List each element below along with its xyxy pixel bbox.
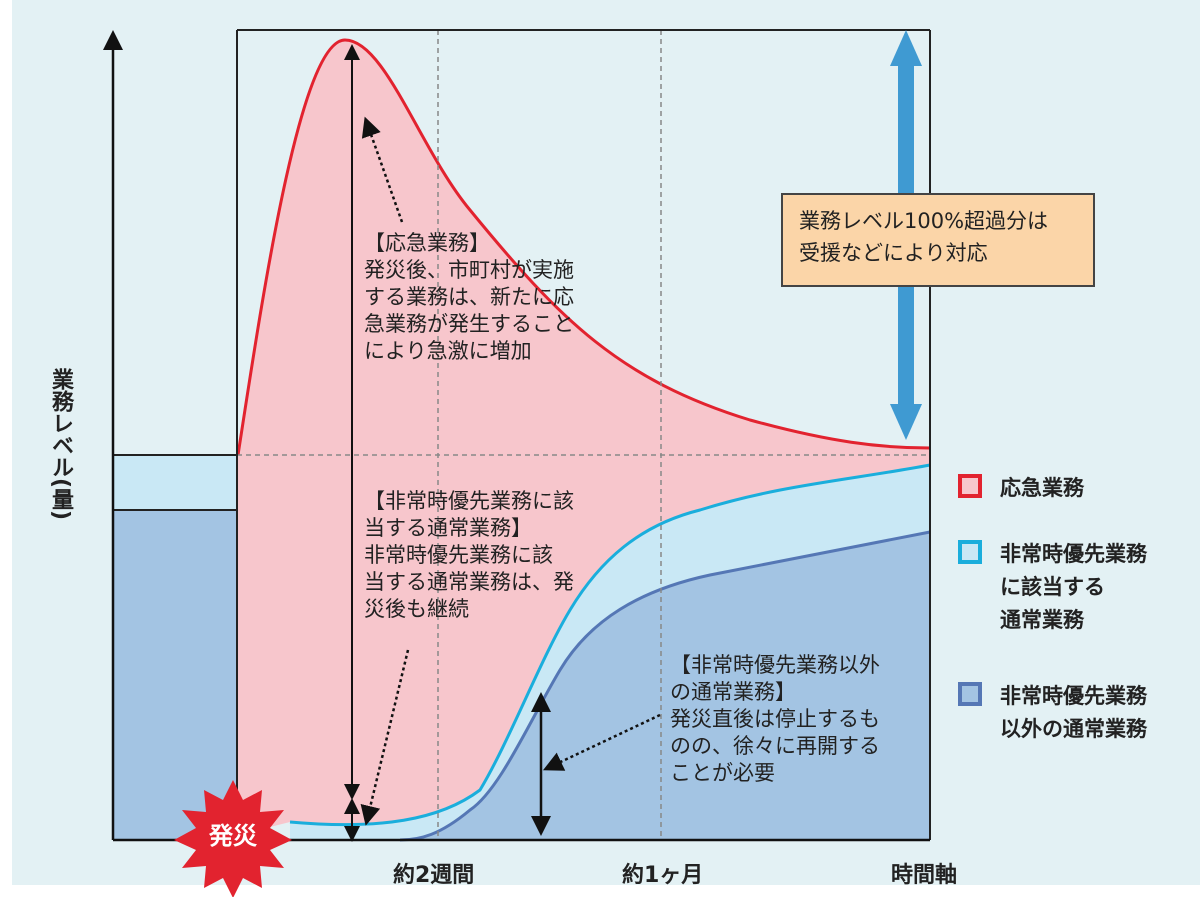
priority-curve: [289, 463, 931, 827]
legend-swatch-emergency: [958, 474, 982, 498]
excess-callout: 業務レベル100%超過分は 受援などにより対応: [781, 193, 1095, 287]
pre-disaster-priority-bar: [113, 455, 237, 510]
pre-disaster-other-bar: [113, 510, 237, 840]
other-annotation: 【非常時優先業務以外 の通常業務】 発災直後は停止するも のの、徐々に再開する …: [670, 653, 880, 785]
x-tick-time-axis: 時間軸: [891, 863, 958, 888]
disaster-burst: [174, 780, 292, 897]
y-axis-label: 業務レベル(量): [48, 368, 73, 521]
legend-swatch-priority: [958, 540, 982, 564]
x-tick-two-weeks: 約2週間: [393, 863, 475, 888]
disaster-label: 発災: [209, 822, 257, 850]
emergency-curve: [236, 38, 931, 456]
legend-swatch-other: [958, 682, 982, 706]
x-tick-one-month: 約1ヶ月: [622, 863, 704, 888]
other-curve: [399, 530, 931, 842]
emergency-area: [238, 40, 930, 835]
priority-area: [290, 465, 930, 840]
priority-annotation: 【非常時優先業務に該 当する通常業務】 非常時優先業務に該 当する通常業務は、発…: [364, 489, 574, 621]
emergency-annotation: 【応急業務】 発災後、市町村が実施 する業務は、新たに応 急業務が発生すること …: [364, 231, 574, 363]
other-pointer: [542, 713, 661, 771]
priority-pointer: [360, 649, 410, 826]
emergency-pointer: [361, 116, 404, 223]
